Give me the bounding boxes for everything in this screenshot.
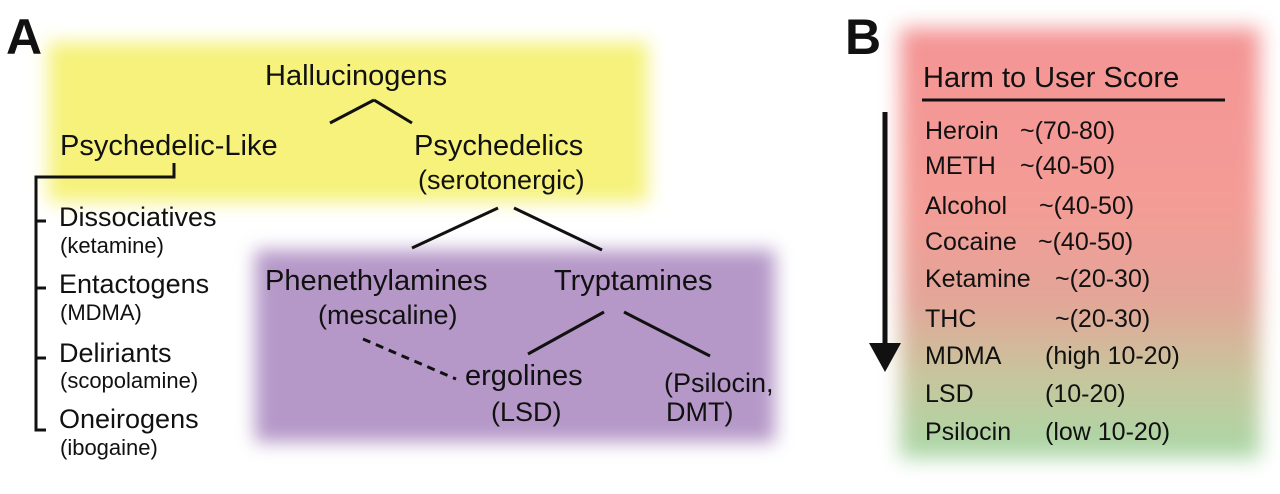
connector-tryptamines-to-ergolines (527, 310, 605, 356)
node-deliriants: Deliriants (59, 338, 172, 368)
connector-tryptamines-to-psilocin (623, 310, 711, 358)
harm-score: ~(40-50) (1038, 228, 1134, 256)
drug-name: THC (925, 305, 977, 333)
harm-score: ~(20-30) (1055, 265, 1151, 293)
node-psychedelic-like: Psychedelic-Like (60, 130, 278, 162)
example-mescaline: (mescaline) (318, 300, 458, 330)
drug-name: MDMA (925, 342, 1002, 370)
drug-name: Cocaine (925, 228, 1017, 256)
harm-score: (low 10-20) (1045, 418, 1171, 446)
node-hallucinogens: Hallucinogens (265, 60, 448, 92)
node-phenethylamines: Phenethylamines (265, 265, 488, 297)
drug-name: Psilocin (925, 418, 1012, 446)
drug-name: METH (925, 152, 996, 180)
harm-score: (10-20) (1045, 380, 1126, 408)
drug-name: Ketamine (925, 265, 1031, 293)
connector-psychedelics-to-tryptamines (513, 206, 603, 252)
node-tryptamines: Tryptamines (554, 265, 713, 297)
example-scopolamine: (scopolamine) (60, 368, 199, 393)
harm-table-title: Harm to User Score (923, 62, 1180, 94)
example-psilocin: (Psilocin, (664, 368, 774, 398)
note-serotonergic: (serotonergic) (418, 165, 585, 195)
connector-root-to-psychedelic-like (329, 98, 375, 125)
harm-score: ~(40-50) (1039, 192, 1135, 220)
descending-harm-arrow-head (869, 343, 901, 372)
connector-psychedelics-to-phenethylamines (411, 206, 499, 250)
node-entactogens: Entactogens (59, 269, 210, 299)
drug-name: Alcohol (925, 192, 1007, 220)
bracket-psychedelic-like (34, 163, 176, 432)
node-dissociatives: Dissociatives (59, 202, 217, 232)
harm-score: ~(40-50) (1020, 152, 1116, 180)
node-ergolines: ergolines (465, 360, 583, 392)
drug-name: LSD (925, 380, 974, 408)
harm-score: ~(70-80) (1020, 117, 1116, 145)
harm-score: ~(20-30) (1055, 305, 1151, 333)
dashed-connector-mescaline-to-ergolines (362, 337, 457, 381)
panel-b-label: B (845, 9, 882, 65)
connector-root-to-psychedelics (373, 98, 413, 125)
node-oneirogens: Oneirogens (59, 404, 199, 434)
example-ibogaine: (ibogaine) (60, 435, 158, 460)
example-dmt: DMT) (666, 397, 734, 427)
drug-name: Heroin (925, 117, 999, 145)
node-psychedelics: Psychedelics (414, 130, 584, 162)
panel-a-label: A (6, 9, 43, 65)
example-lsd: (LSD) (491, 397, 562, 427)
harm-score: (high 10-20) (1045, 342, 1180, 370)
psychedelic-region-highlight (48, 42, 648, 202)
example-mdma: (MDMA) (60, 300, 142, 325)
example-ketamine: (ketamine) (60, 233, 164, 258)
